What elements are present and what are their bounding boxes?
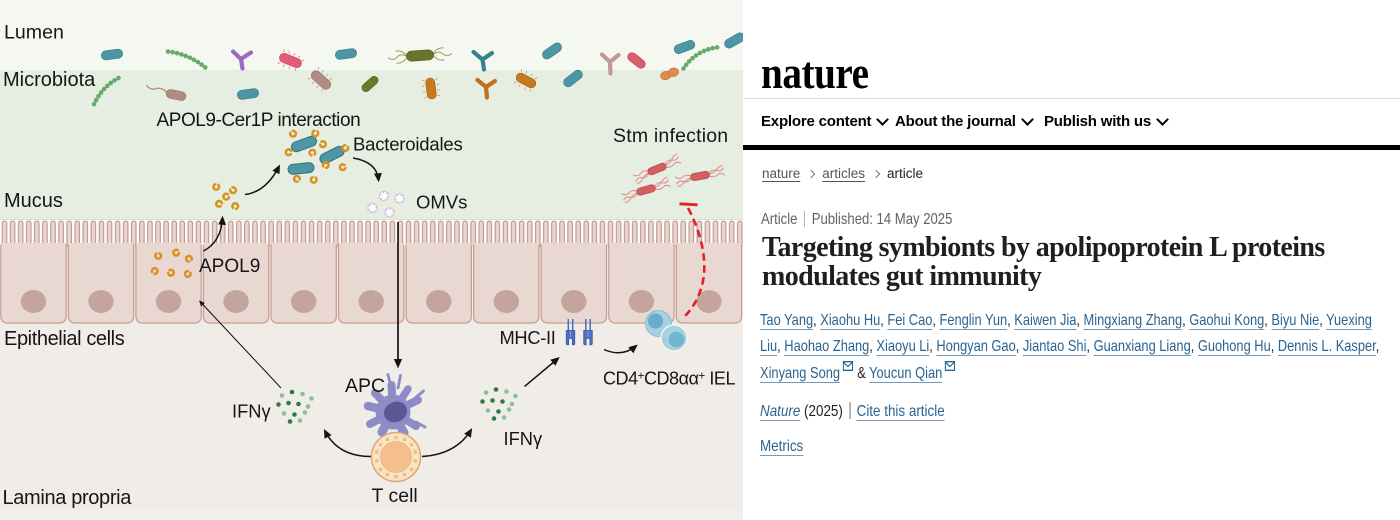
svg-text:Lamina propria: Lamina propria: [3, 487, 133, 509]
svg-text:OMVs: OMVs: [416, 192, 467, 213]
svg-text:MHC-II: MHC-II: [500, 327, 556, 348]
svg-text:APOL9: APOL9: [199, 256, 260, 277]
svg-text:Mucus: Mucus: [4, 190, 63, 212]
svg-text:Microbiota: Microbiota: [3, 69, 96, 91]
svg-text:IFNγ: IFNγ: [232, 401, 271, 422]
svg-text:Stm infection: Stm infection: [613, 125, 728, 147]
svg-text:IFNγ: IFNγ: [504, 428, 543, 449]
svg-text:CD4+CD8αα+ IEL: CD4+CD8αα+ IEL: [603, 369, 735, 389]
svg-text:APOL9-Cer1P interaction: APOL9-Cer1P interaction: [157, 110, 361, 131]
svg-text:Lumen: Lumen: [4, 22, 64, 44]
svg-text:Bacteroidales: Bacteroidales: [353, 134, 463, 155]
svg-text:T cell: T cell: [372, 485, 418, 507]
svg-text:Epithelial cells: Epithelial cells: [4, 328, 125, 350]
svg-text:APC: APC: [345, 375, 385, 397]
